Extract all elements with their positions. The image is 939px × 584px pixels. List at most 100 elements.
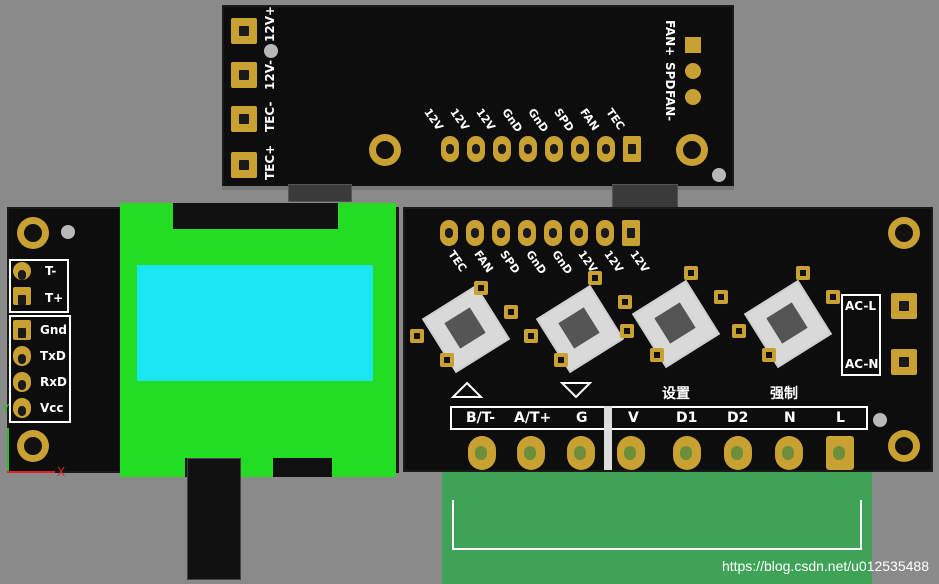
- button-force-leg: [732, 324, 746, 338]
- terminal-label-d2: D2: [727, 410, 749, 426]
- terminal-label-frame: [450, 406, 868, 430]
- top-header-pin-4: [545, 136, 563, 162]
- button-down-leg: [524, 329, 538, 343]
- terminal-label-l: L: [836, 410, 845, 426]
- label-12v-plus: 12V+: [263, 5, 277, 42]
- terminal-block-baseline: [452, 548, 862, 550]
- top-header-pin-6: [597, 136, 615, 162]
- display-connector-top: [173, 203, 338, 229]
- watermark-text: https://blog.csdn.net/u012535488: [721, 558, 929, 574]
- button-up[interactable]: [410, 281, 518, 374]
- right-header-pin-3: [518, 220, 536, 246]
- tec-connector-frame: [9, 259, 69, 313]
- terminal-label-g: G: [576, 410, 588, 426]
- label-tec-plus: TEC+: [263, 144, 277, 180]
- pad-t-plus: [13, 287, 31, 305]
- terminal-pad-d1: [673, 436, 701, 470]
- label-spd: SPD: [663, 62, 677, 90]
- button-up-leg: [474, 281, 488, 295]
- button-up-leg: [504, 305, 518, 319]
- terminal-label-bt-minus: B/T-: [466, 410, 496, 426]
- pad-tec-minus: [231, 106, 257, 132]
- label-settings: 设置: [662, 386, 690, 402]
- top-via-right: [712, 168, 726, 182]
- terminal-block-bracket: [452, 500, 454, 550]
- label-tec-minus: TEC-: [263, 101, 277, 132]
- right-header-pin-6: [596, 220, 614, 246]
- terminal-label-at-plus: A/T+: [514, 410, 552, 426]
- right-header-pin-7: [622, 220, 640, 246]
- ac-connector-frame: [841, 294, 881, 376]
- terminal-pad-l: [826, 436, 854, 470]
- pad-rxd: [13, 372, 31, 392]
- button-down[interactable]: [524, 271, 632, 374]
- label-ac-n: AC-N: [845, 357, 879, 371]
- button-settings-leg: [714, 290, 728, 304]
- mount-hole-top-right: [676, 134, 708, 166]
- label-force: 强制: [770, 386, 798, 402]
- display-screen: [137, 265, 373, 381]
- mount-hole-left-bottom: [17, 430, 49, 462]
- terminal-divider: [604, 406, 612, 470]
- pad-t-minus: [13, 262, 31, 280]
- down-triangle-icon: [560, 382, 592, 399]
- terminal-pad-v: [617, 436, 645, 470]
- top-board-edge: [222, 186, 734, 190]
- mount-hole-left-top: [17, 217, 49, 249]
- pad-spd: [685, 63, 701, 79]
- pad-fan-plus: [685, 37, 701, 53]
- pad-vcc: [13, 398, 31, 418]
- top-via: [264, 44, 278, 58]
- label-fan-minus: FAN-: [663, 90, 677, 122]
- terminal-pad-d2: [724, 436, 752, 470]
- pad-ac-l: [891, 293, 917, 319]
- top-header-pin-3: [519, 136, 537, 162]
- right-header-pin-1: [466, 220, 484, 246]
- button-up-leg: [410, 329, 424, 343]
- terminal-block-bracket: [860, 500, 862, 550]
- label-t-minus: T-: [45, 264, 57, 278]
- pad-txd: [13, 346, 31, 366]
- button-force-leg: [796, 266, 810, 280]
- ribbon-connector-left: [288, 184, 352, 202]
- button-down-leg: [618, 295, 632, 309]
- pad-tec-plus: [231, 152, 257, 178]
- button-settings[interactable]: [620, 266, 728, 369]
- up-triangle-icon: [451, 381, 483, 398]
- button-up-leg: [440, 353, 454, 367]
- button-force[interactable]: [732, 266, 840, 369]
- display-ribbon: [187, 458, 241, 580]
- button-force-leg: [826, 290, 840, 304]
- terminal-pad-n: [775, 436, 803, 470]
- right-header-pin-4: [544, 220, 562, 246]
- top-header-pin-1: [467, 136, 485, 162]
- button-settings-leg: [650, 348, 664, 362]
- top-pcb-board: [222, 5, 734, 190]
- axis-y-line: [7, 428, 9, 472]
- button-settings-leg: [620, 324, 634, 338]
- button-down-leg: [554, 353, 568, 367]
- label-12v-minus: 12V-: [263, 59, 277, 90]
- label-gnd: Gnd: [40, 323, 67, 337]
- mount-hole-right-bottom: [888, 430, 920, 462]
- terminal-label-d1: D1: [676, 410, 698, 426]
- label-t-plus: T+: [45, 291, 64, 305]
- right-via: [873, 413, 887, 427]
- right-header-pin-2: [492, 220, 510, 246]
- terminal-pad-at-plus: [517, 436, 545, 470]
- axis-x-line: [7, 471, 55, 473]
- label-ac-l: AC-L: [845, 299, 876, 313]
- uart-connector-frame: [9, 315, 71, 423]
- pad-12v-plus: [231, 18, 257, 44]
- right-header-pin-0: [440, 220, 458, 246]
- axis-x-label: X: [57, 465, 66, 479]
- label-vcc: Vcc: [40, 401, 64, 415]
- top-header-pin-0: [441, 136, 459, 162]
- button-force-leg: [762, 348, 776, 362]
- top-header-pin-7: [623, 136, 641, 162]
- top-header-pin-5: [571, 136, 589, 162]
- right-header-pin-5: [570, 220, 588, 246]
- label-fan-plus: FAN+: [663, 20, 677, 57]
- top-header-pin-2: [493, 136, 511, 162]
- pad-12v-minus: [231, 62, 257, 88]
